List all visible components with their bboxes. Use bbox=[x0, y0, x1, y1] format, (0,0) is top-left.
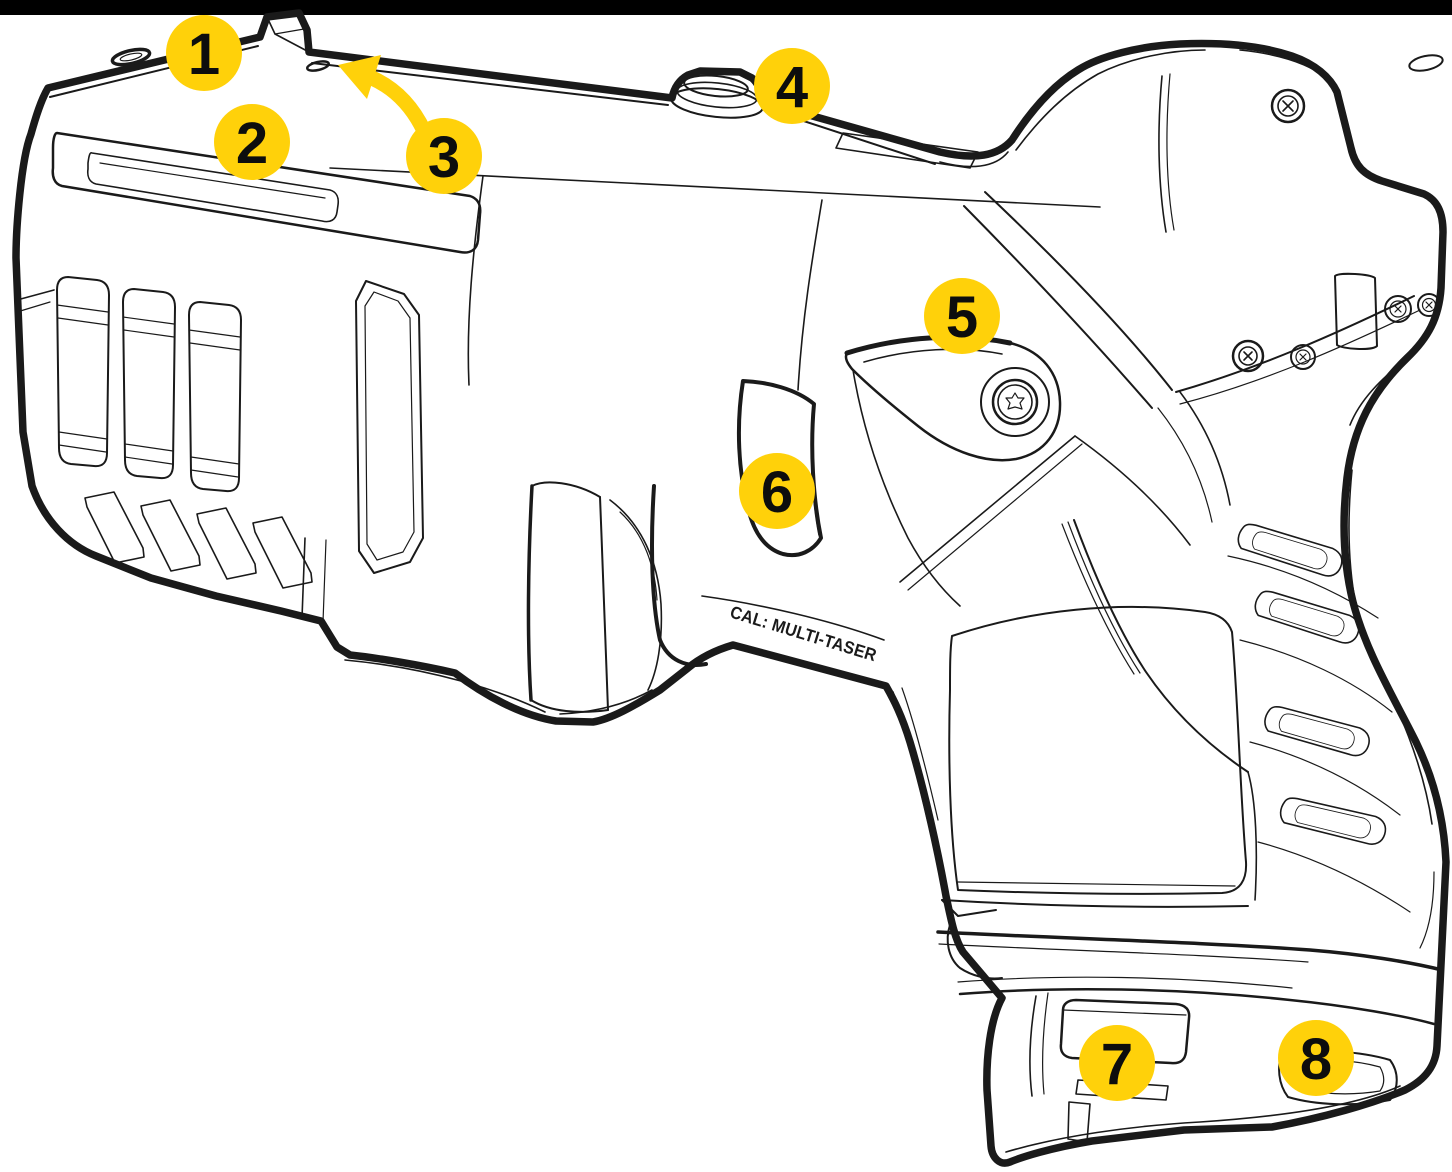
trigger-guard bbox=[526, 481, 885, 713]
muzzle-seam-lines bbox=[16, 289, 653, 715]
callout-3-label: 3 bbox=[428, 125, 460, 190]
callout-8-label: 8 bbox=[1300, 1027, 1332, 1092]
grip-side-panel bbox=[948, 605, 1248, 895]
callout-7: 7 bbox=[1079, 1025, 1155, 1101]
callout-6-label: 6 bbox=[761, 460, 793, 525]
callout-8: 8 bbox=[1278, 1020, 1354, 1096]
callout-5-label: 5 bbox=[946, 285, 978, 350]
front-sight-oval bbox=[110, 47, 152, 67]
side-recess-panel bbox=[355, 280, 424, 574]
rear-stub-block bbox=[1334, 272, 1378, 350]
grip bbox=[852, 357, 1435, 949]
callout-4-label: 4 bbox=[776, 55, 808, 120]
battery-latch bbox=[1029, 992, 1191, 1143]
top-crop-bar bbox=[0, 0, 1452, 15]
callout-6: 6 bbox=[739, 453, 815, 529]
battery-pack bbox=[936, 899, 1444, 1153]
taser-body-outline bbox=[12, 9, 1450, 1167]
callout-4: 4 bbox=[754, 48, 830, 124]
callout-2: 2 bbox=[214, 104, 290, 180]
callout-3: 3 bbox=[406, 118, 482, 194]
callout-1: 1 bbox=[166, 15, 242, 91]
callout-5: 5 bbox=[924, 278, 1000, 354]
body-panel-seams bbox=[467, 151, 1009, 391]
callout-2-label: 2 bbox=[236, 111, 268, 176]
callout-7-label: 7 bbox=[1101, 1032, 1133, 1097]
top-vent-hole bbox=[305, 60, 331, 72]
top-recess-window bbox=[835, 132, 979, 169]
rear-screws bbox=[1231, 88, 1441, 373]
safety-pivot-screw bbox=[980, 367, 1050, 437]
callout-1-label: 1 bbox=[188, 22, 220, 87]
